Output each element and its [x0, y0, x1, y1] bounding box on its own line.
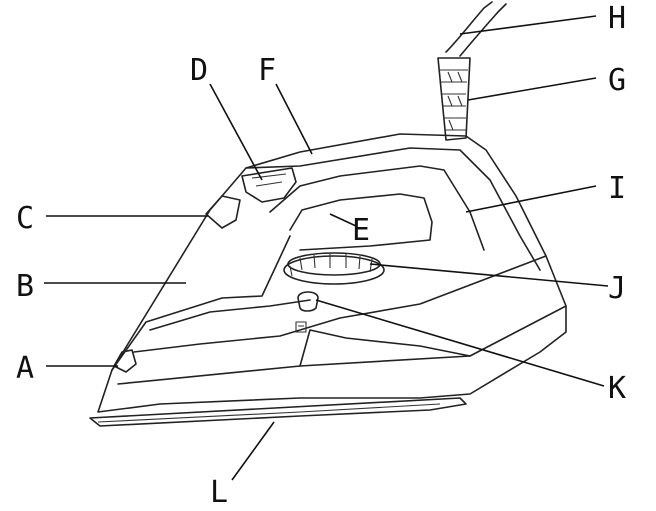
- leader-line-e: [329, 213, 357, 227]
- steam-dial-shape: [283, 252, 385, 285]
- label-g: G: [608, 63, 626, 98]
- leader-line-e-f: [275, 83, 313, 155]
- label-c: C: [16, 201, 34, 236]
- iron-body-outline: [97, 133, 567, 413]
- cord-protector: [437, 57, 471, 141]
- self-clean-button-shape: [297, 291, 319, 312]
- leader-line-d: [209, 83, 263, 181]
- label-h: H: [608, 1, 626, 36]
- leader-lines: [44, 15, 609, 481]
- steam-iron-illustration: [89, 1, 567, 427]
- leader-line-i: [465, 185, 597, 213]
- spray-nozzle-shape: [113, 349, 137, 373]
- power-cord: [445, 1, 507, 57]
- part-labels: A B C D E F G H I J K L: [16, 1, 626, 510]
- label-i: I: [608, 171, 626, 206]
- label-l: L: [210, 475, 228, 510]
- leader-line-h: [459, 15, 597, 35]
- spray-button-shape: [241, 167, 297, 203]
- soleplate-shape: [89, 397, 467, 427]
- leader-line-k: [315, 299, 605, 387]
- leader-line-j: [369, 263, 609, 287]
- label-e: E: [352, 213, 370, 248]
- label-j: J: [608, 271, 626, 306]
- leader-line-l: [231, 421, 275, 481]
- label-a: A: [16, 351, 34, 386]
- label-k: K: [608, 371, 626, 406]
- label-d: D: [190, 53, 208, 88]
- filler-cover-shape: [205, 195, 241, 229]
- steam-mark-icon: [295, 321, 307, 333]
- label-f: F: [258, 53, 276, 88]
- label-b: B: [16, 269, 34, 304]
- leader-line-g: [467, 77, 597, 101]
